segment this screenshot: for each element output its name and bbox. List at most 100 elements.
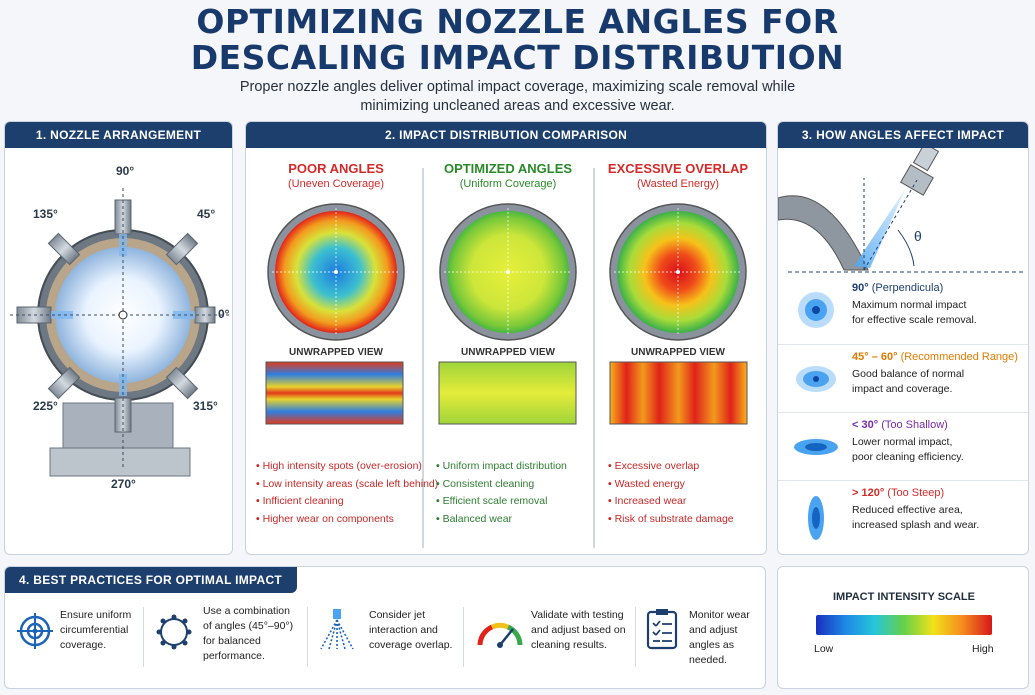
angle-row-90: 90° (Perpendicula) Maximum normal impact… (778, 276, 1028, 344)
panel-header: 1. NOZZLE ARRANGEMENT (5, 122, 232, 148)
column-title-poor: POOR ANGLES (288, 161, 384, 176)
angle-label-135: 135° (33, 207, 58, 221)
desc-line: impact and coverage. (852, 383, 953, 395)
page-title: OPTIMIZING NOZZLE ANGLES FOR DESCALING I… (0, 4, 1035, 76)
angle-row-desc: Reduced effective area, increased splash… (852, 503, 1022, 533)
gauge-icon (477, 622, 523, 648)
divider (463, 607, 464, 667)
list-item: High intensity spots (over-erosion) (256, 458, 438, 476)
angle-label-315: 315° (193, 399, 218, 413)
text-line: angles as needed. (689, 639, 734, 666)
list-item: Uniform impact distribution (436, 458, 567, 476)
angle-value: > 120° (852, 487, 885, 499)
list-item: Low intensity areas (scale left behind) (256, 476, 439, 494)
text-line: and adjust (689, 624, 738, 636)
desc-line: Maximum normal impact (852, 299, 967, 311)
text-line: coverage overlap. (369, 639, 453, 651)
angle-label-90: 90° (116, 164, 135, 178)
desc-line: increased splash and wear. (852, 519, 980, 531)
list-item: Balanced wear (436, 511, 567, 529)
angle-row-title: < 30° (Too Shallow) (852, 419, 948, 431)
bullet-list-overlap: Excessive overlap Wasted energy Increase… (608, 458, 734, 528)
column-title-optimized: OPTIMIZED ANGLES (443, 161, 573, 176)
bullet-list-optimized: Uniform impact distribution Consistent c… (436, 458, 567, 528)
panel-header: 3. HOW ANGLES AFFECT IMPACT (778, 122, 1028, 148)
angle-note: (Too Steep) (887, 487, 945, 499)
spray-icon (320, 609, 354, 650)
page-subtitle: Proper nozzle angles deliver optimal imp… (150, 78, 885, 116)
text-line: of angles (45°–90°) (203, 620, 294, 632)
practice-text-1: Ensure uniform circumferential coverage. (60, 608, 131, 653)
angle-label-45: 45° (197, 207, 216, 221)
list-item: Increased wear (608, 493, 734, 511)
impact-comparison-panel: 2. IMPACT DISTRIBUTION COMPARISON (245, 121, 767, 555)
angle-effect-panel: 3. HOW ANGLES AFFECT IMPACT θ 90° (Perpe… (777, 121, 1029, 555)
list-item: Efficient scale removal (436, 493, 567, 511)
angle-row-over-120: > 120° (Too Steep) Reduced effective are… (778, 480, 1028, 554)
column-subtitle-overlap: (Wasted Energy) (636, 178, 720, 190)
column-subtitle-poor: (Uneven Coverage) (288, 178, 384, 190)
text-line: Use a combination (203, 605, 290, 617)
unwrapped-label-poor: UNWRAPPED VIEW (289, 347, 383, 358)
divider (143, 607, 144, 667)
text-line: Validate with testing (531, 609, 624, 621)
nozzle-arrangement-panel: 1. NOZZLE ARRANGEMENT (4, 121, 233, 555)
desc-line: poor cleaning efficiency. (852, 451, 964, 463)
angle-label-225: 225° (33, 399, 58, 413)
list-item: Wasted energy (608, 476, 734, 494)
angle-row-desc: Maximum normal impact for effective scal… (852, 298, 1022, 328)
practice-text-4: Validate with testing and adjust based o… (531, 608, 626, 653)
desc-line: Lower normal impact, (852, 436, 953, 448)
column-subtitle-optimized: (Uniform Coverage) (459, 178, 557, 190)
intensity-scale-panel: IMPACT INTENSITY SCALE Low High (777, 566, 1029, 689)
column-title-overlap: EXCESSIVE OVERLAP (607, 161, 749, 176)
scale-high-label: High (972, 643, 994, 655)
bullet-list-poor: High intensity spots (over-erosion) Low … (256, 458, 439, 529)
divider (307, 607, 308, 667)
angle-value: 45° – 60° (852, 351, 898, 363)
desc-line: for effective scale removal. (852, 314, 977, 326)
text-line: cleaning results. (531, 639, 607, 651)
intensity-gradient-bar (816, 615, 992, 635)
title-line-1: OPTIMIZING NOZZLE ANGLES FOR (196, 2, 839, 41)
scale-low-label: Low (814, 643, 834, 655)
angle-label-0: 0° (218, 307, 230, 321)
practice-text-5: Monitor wear and adjust angles as needed… (689, 608, 765, 668)
title-line-2: DESCALING IMPACT DISTRIBUTION (190, 38, 845, 77)
text-line: coverage. (60, 639, 107, 651)
text-line: and adjust based on (531, 624, 626, 636)
list-item: Infficient cleaning (256, 493, 438, 511)
text-line: performance. (203, 650, 265, 662)
perpendicular-spot-icon (798, 292, 834, 328)
text-line: interaction and (369, 624, 438, 636)
panel-header: 4. BEST PRACTICES FOR OPTIMAL IMPACT DIS… (5, 567, 297, 613)
best-practices-panel: 4. BEST PRACTICES FOR OPTIMAL IMPACT DIS… (4, 566, 766, 689)
angle-value: 90° (852, 282, 869, 294)
text-line: for balanced (203, 635, 261, 647)
list-item: Excessive overlap (608, 458, 734, 476)
angle-note: (Recommended Range) (900, 351, 1018, 363)
nozzle-ring-diagram (10, 188, 230, 477)
angle-row-desc: Lower normal impact, poor cleaning effic… (852, 435, 1022, 465)
subtitle-line-1: Proper nozzle angles deliver optimal imp… (239, 79, 796, 95)
desc-line: Good balance of normal (852, 368, 965, 380)
text-line: Consider jet (369, 609, 426, 621)
recommended-spot-icon (796, 366, 836, 392)
desc-line: Reduced effective area, (852, 504, 963, 516)
text-line: Ensure uniform (60, 609, 132, 621)
angle-label-270: 270° (111, 477, 136, 491)
panel-header: 2. IMPACT DISTRIBUTION COMPARISON (246, 122, 766, 148)
theta-label: θ (914, 228, 922, 244)
list-item: Risk of substrate damage (608, 511, 734, 529)
unwrapped-label-optimized: UNWRAPPED VIEW (461, 347, 555, 358)
jet-angle-diagram (778, 148, 1023, 273)
angle-row-desc: Good balance of normal impact and covera… (852, 367, 1022, 397)
list-item: Higher wear on components (256, 511, 438, 529)
clipboard-icon (646, 609, 678, 650)
practice-text-3: Consider jet interaction and coverage ov… (369, 608, 452, 653)
ring-nozzles-icon (156, 614, 192, 650)
angle-value: < 30° (852, 419, 879, 431)
shallow-spot-icon (794, 439, 838, 455)
text-line: circumferential (60, 624, 129, 636)
angle-note: (Perpendicula) (871, 282, 944, 294)
